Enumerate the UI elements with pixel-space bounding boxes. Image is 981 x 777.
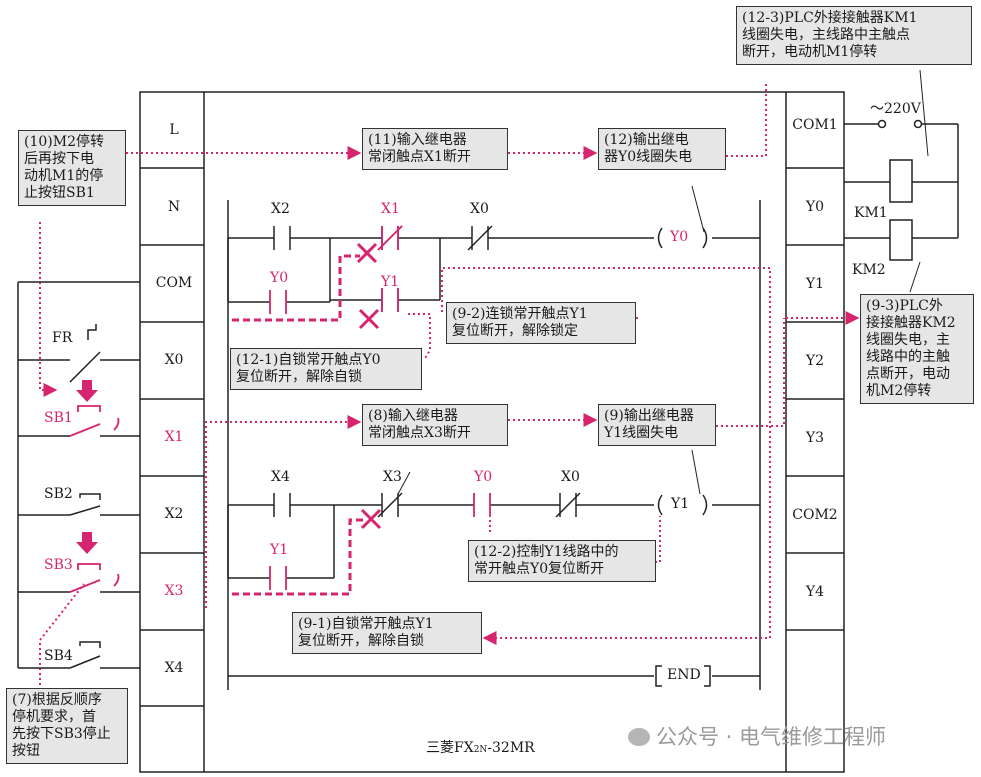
wechat-icon bbox=[628, 728, 650, 746]
note-step-9-3: (9-3)PLC外 接接触器KM2 线圈失电，主 线路中的主触 点断开，电动 机… bbox=[860, 294, 974, 404]
note-step-12: (12)输出继电 器Y0线圈失电 bbox=[598, 128, 726, 170]
press-arrows bbox=[76, 380, 98, 554]
stop-buttons-pink bbox=[69, 405, 120, 593]
terminal-x1: X1 bbox=[164, 429, 184, 445]
note-step-10: (10)M2停转 后再按下电 动机M1的停 止按钮SB1 bbox=[18, 130, 126, 206]
contact-y0-rung2-label: Y0 bbox=[474, 469, 493, 485]
contact-x4-label: X4 bbox=[271, 469, 290, 485]
note-step-8: (8)输入继电器 常闭触点X3断开 bbox=[362, 404, 508, 446]
coil-y1-label: Y1 bbox=[671, 496, 690, 512]
terminal-x2: X2 bbox=[164, 506, 184, 522]
watermark: 公众号 · 电气维修工程师 bbox=[628, 727, 886, 748]
contact-x0-label: X0 bbox=[470, 201, 489, 217]
plc-model-label: 三菱FX2N-32MR bbox=[426, 740, 535, 756]
plc-frame bbox=[139, 91, 845, 773]
terminal-y4: Y4 bbox=[805, 584, 825, 600]
contact-x1-label: X1 bbox=[381, 201, 400, 217]
note-step-12-2: (12-2)控制Y1线路中的 常开触点Y0复位断开 bbox=[468, 540, 656, 582]
contact-y1-interlock-label: Y1 bbox=[381, 274, 400, 290]
sb4-label: SB4 bbox=[44, 648, 73, 664]
terminal-y3: Y3 bbox=[805, 430, 825, 446]
terminal-com: COM bbox=[155, 275, 193, 291]
contact-y0-branch-label: Y0 bbox=[270, 270, 289, 286]
highlighted-contacts bbox=[269, 225, 491, 590]
callout-pointers bbox=[397, 69, 929, 495]
km2-label: KM2 bbox=[852, 262, 886, 278]
coil-y0-label: Y0 bbox=[670, 229, 689, 245]
terminal-com1: COM1 bbox=[792, 117, 838, 133]
note-step-11: (11)输入继电器 常闭触点X1断开 bbox=[362, 128, 508, 170]
output-wiring bbox=[844, 119, 959, 261]
terminal-com2: COM2 bbox=[792, 507, 838, 523]
terminal-l: L bbox=[169, 122, 179, 138]
dotted-pointers bbox=[39, 82, 860, 690]
terminal-n: N bbox=[167, 199, 181, 215]
terminal-x4: X4 bbox=[164, 660, 184, 676]
dashed-paths bbox=[232, 254, 364, 596]
terminal-x0: X0 bbox=[164, 352, 184, 368]
contact-x0-rung2-label: X0 bbox=[561, 469, 580, 485]
terminal-y1: Y1 bbox=[805, 276, 825, 292]
input-wiring bbox=[17, 281, 140, 669]
note-step-9-1: (9-1)自锁常开触点Y1 复位断开，解除自锁 bbox=[292, 612, 482, 654]
contact-x3-label: X3 bbox=[383, 469, 402, 485]
note-step-12-3: (12-3)PLC外接接触器KM1 线圈失电，主线路中主触点 断开，电动机M1停… bbox=[736, 6, 972, 65]
note-step-9-2: (9-2)连锁常开触点Y1 复位断开，解除锁定 bbox=[446, 302, 636, 344]
ladder-lines bbox=[227, 200, 761, 690]
voltage-label: ～220V bbox=[870, 101, 921, 117]
terminal-y2: Y2 bbox=[805, 353, 825, 369]
note-step-9: (9)输出继电器 Y1线圈失电 bbox=[598, 404, 716, 446]
contact-y1-selflock-label: Y1 bbox=[270, 542, 289, 558]
fr-label: FR bbox=[52, 330, 73, 346]
sb2-label: SB2 bbox=[44, 486, 73, 502]
sb1-label: SB1 bbox=[44, 410, 73, 426]
contact-x2-label: X2 bbox=[271, 201, 290, 217]
break-marks bbox=[356, 242, 382, 530]
terminal-x3: X3 bbox=[164, 583, 184, 599]
end-instruction-label: END bbox=[667, 667, 701, 683]
note-step-7: (7)根据反顺序 停机要求，首 先按下SB3停止 按钮 bbox=[6, 688, 128, 764]
note-step-12-1: (12-1)自锁常开触点Y0 复位断开，解除自锁 bbox=[230, 348, 422, 390]
sb3-label: SB3 bbox=[44, 557, 73, 573]
km1-label: KM1 bbox=[854, 205, 888, 221]
terminal-y0: Y0 bbox=[805, 199, 825, 215]
